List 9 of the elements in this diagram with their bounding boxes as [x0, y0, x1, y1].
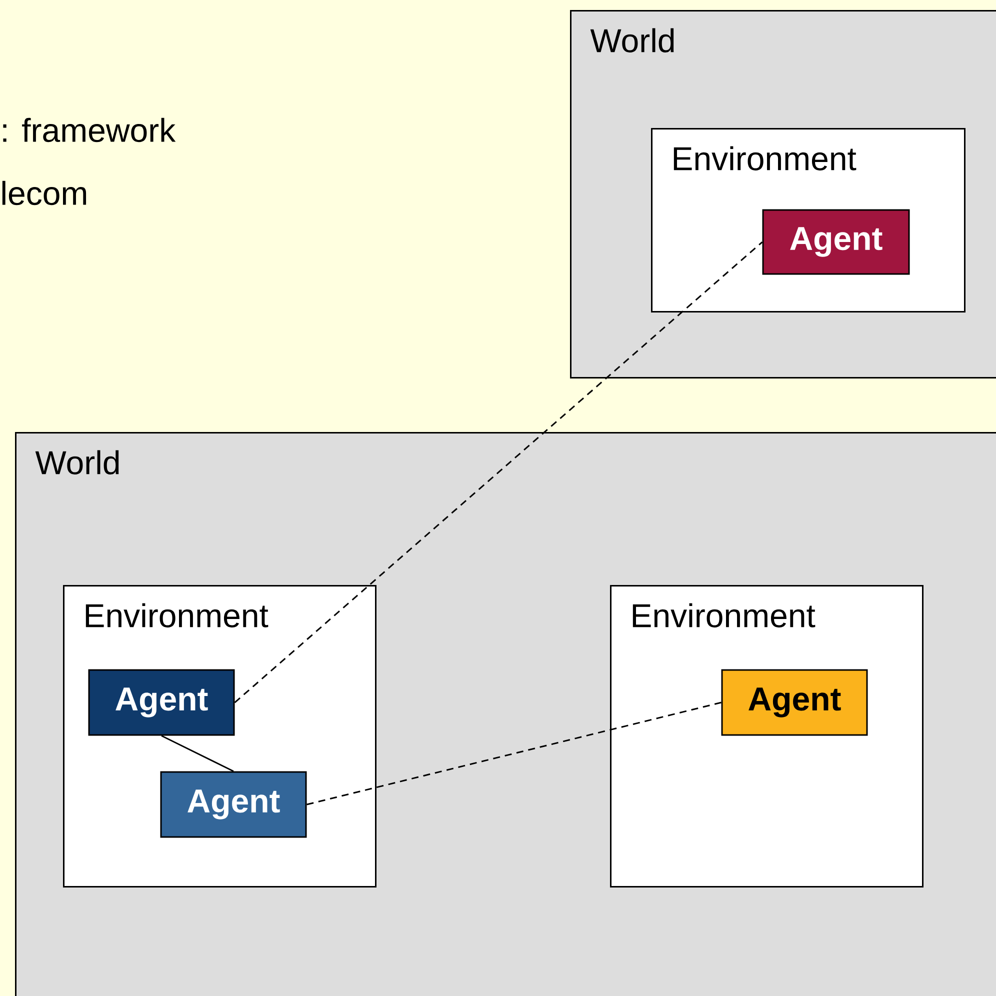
connector-line	[234, 241, 763, 704]
agent-box: Agent	[721, 669, 868, 736]
connector-line	[306, 702, 722, 806]
agent-box: Agent	[160, 771, 307, 838]
connector-line	[161, 735, 234, 772]
text-label: lecom	[2, 180, 86, 206]
agent-box: Agent	[88, 669, 235, 736]
agent-box: Agent	[762, 209, 910, 275]
text-label: : framework	[3, 118, 176, 142]
